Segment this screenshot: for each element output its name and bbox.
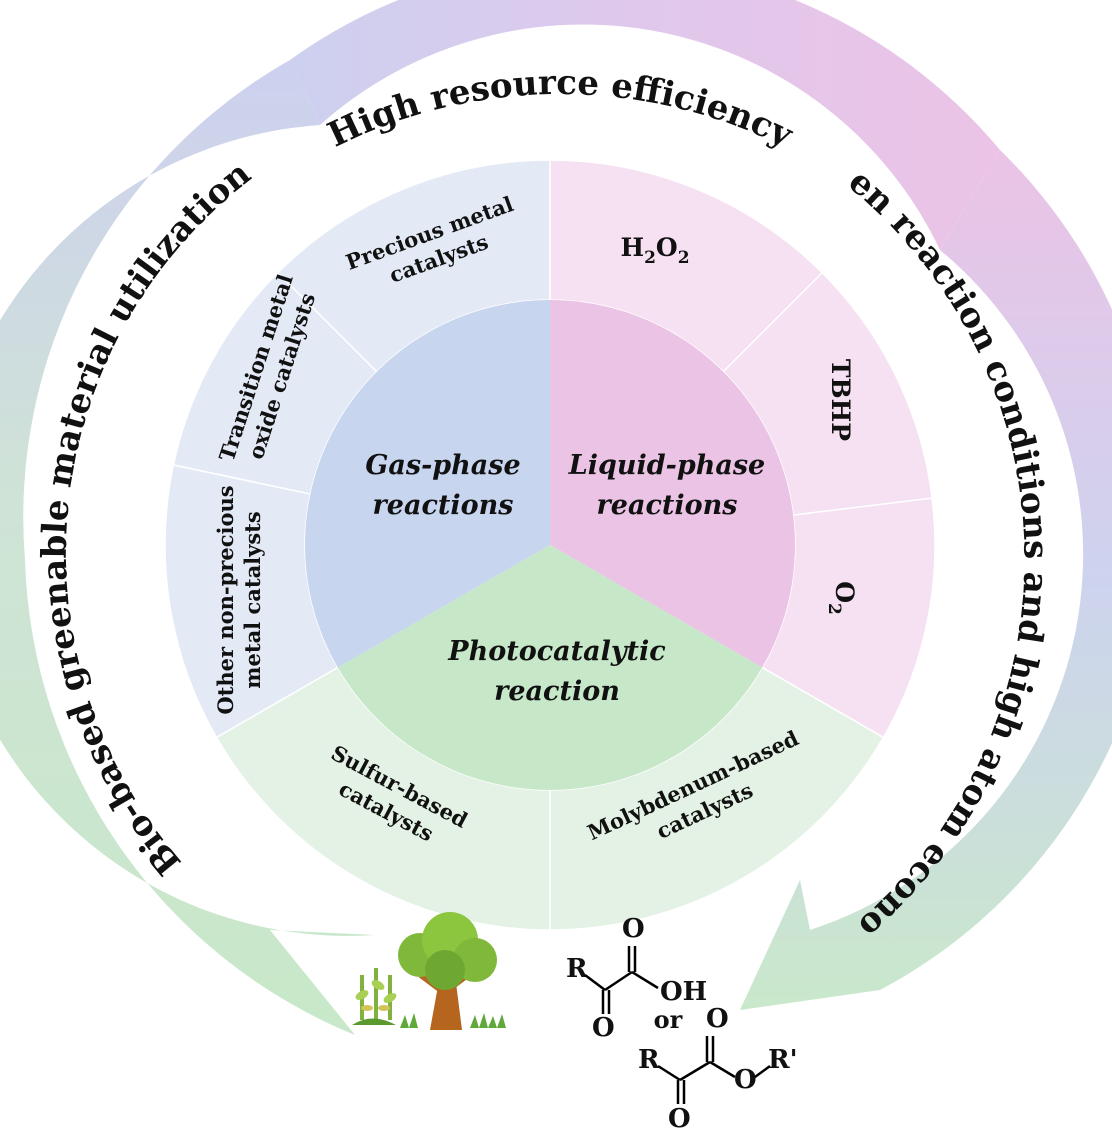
tree-icon [398,912,497,1030]
or-label: or [654,1005,683,1034]
alpha-keto-acid-structure: R O O OH [566,914,707,1043]
core-gas-phase [305,300,550,668]
top-arc-label: High resource efficiency [322,63,800,156]
corn-crops-icon [352,968,397,1025]
other-label-2: metal catalysts [240,511,265,688]
chem-r1: R [566,954,588,984]
chem-o-ester: O [734,1065,757,1095]
chem-r2: R [638,1045,660,1075]
outer-arrow-ring [0,0,1112,1035]
middle-ring [164,159,936,931]
chem-oh: OH [660,977,707,1007]
other-label-1: Other non-precious [213,485,238,714]
h2o2-label: H2O2 [620,233,689,268]
core-photocatalytic [337,545,763,790]
ester-bonds [657,1036,771,1104]
grass-tufts-icon [400,1013,506,1028]
inner-core [305,300,795,790]
chem-o2-bottom: O [668,1104,691,1133]
chem-o1-top: O [622,914,645,944]
tbhp-label: TBHP [826,359,855,441]
other-label: Other non-precious metal catalysts [213,485,265,714]
core-gas-label-1: Gas-phase [365,450,520,481]
chem-o2-top: O [706,1004,729,1034]
core-liquid-label-2: reactions [597,490,738,521]
core-liquid-phase [550,300,795,668]
tree-and-crops-illustration [352,912,506,1030]
chem-o1-bottom: O [592,1013,615,1043]
core-photo-label-1: Photocatalytic [447,636,665,667]
chem-r-prime: R' [768,1045,798,1075]
acid-bonds [584,946,659,1014]
o2-label-group: O2 [824,581,859,615]
tbhp-label-group: TBHP [826,359,855,441]
right-arrow-band [740,150,1112,1010]
core-photo-label-2: reaction [494,676,620,707]
top-arrow-band [290,0,1000,250]
o2-label: O2 [824,581,859,615]
core-gas-label-2: reactions [373,490,514,521]
alpha-keto-ester-structure: O R O O R' [638,1004,798,1133]
core-liquid-label-1: Liquid-phase [568,450,765,481]
